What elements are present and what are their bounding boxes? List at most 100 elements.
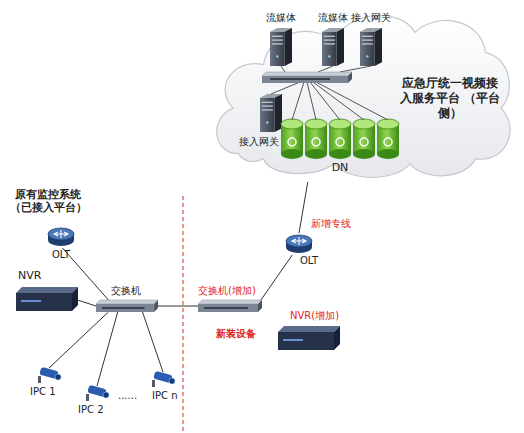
nvr-front [16,293,72,311]
disk-top [329,119,351,129]
device-label: OLT [52,249,82,262]
disk-top [377,119,399,129]
wire [271,82,300,94]
server-slot [262,105,273,106]
switch-side [154,300,158,312]
device-label: 流媒体 [308,12,358,25]
server-slot [324,39,335,40]
device-label: IPC n [152,390,192,403]
camera-lens [103,392,109,398]
platform-title: 应急厅统一视频接 入服务平台 （平台侧） [396,76,504,121]
olt-node: OLT [46,226,76,248]
nvr-led [283,339,303,341]
switch-ports [102,307,145,309]
disk-mark [384,138,392,146]
disk-bottom [377,149,399,159]
camera-mount [86,394,89,401]
disks-icon [280,118,400,160]
nvr-top [16,287,78,293]
nvr-front [278,332,334,350]
storage-node: DN [280,118,400,160]
nvr-side [334,326,340,350]
server-icon [360,28,382,66]
disk-bottom [281,149,303,159]
disk-top [281,119,303,129]
camera-lens [169,378,175,384]
disk-mark [288,138,296,146]
switch-side [258,300,262,312]
server-slot [272,36,283,37]
disk-bottom [329,149,351,159]
server-slot [272,43,283,44]
switch-node: 交换机(增加) [198,300,262,312]
disk-bottom [353,149,375,159]
server-slot [362,43,373,44]
network-link [63,248,109,300]
server-led [276,55,278,57]
server-icon [322,28,344,66]
switch-ports [204,307,248,309]
olt-node: OLT [284,233,314,255]
device-label: 流媒体 [256,12,306,25]
group-heading: 原有监控系统 （已接入平台） [4,188,92,214]
camera-icon [84,386,110,402]
network-link [299,182,308,233]
network-link [143,312,164,372]
server-side [285,28,292,66]
wire [310,82,340,120]
server-led [266,121,268,123]
device-label: 交换机(增加) [198,285,278,298]
camera-mount [152,380,155,387]
disk-mark [360,138,368,146]
network-link [97,312,118,386]
device-label: IPC 1 [30,386,70,399]
olt-icon [284,233,314,255]
device-label: 交换机 [106,285,146,298]
server-front [322,32,337,66]
disk-mark [336,138,344,146]
network-link [78,300,96,306]
disk-bottom [305,149,327,159]
nvr-top [278,326,340,332]
network-link [261,255,292,300]
disk-top [305,119,327,129]
camera-lens [55,374,61,380]
network-link [49,312,108,368]
server-icon [260,94,282,132]
server-slot [362,36,373,37]
server-front [260,98,275,132]
server-side [337,28,344,66]
switch-top [262,72,352,76]
nvr-led [21,300,41,302]
server-led [328,55,330,57]
device-label: OLT [300,255,330,268]
switch-ports [270,78,330,80]
switch-node: 交换机 [96,300,158,312]
olt-icon [46,226,76,248]
wire [292,82,304,120]
switch-icon [96,300,158,312]
server-side [375,28,382,66]
device-label: 接入网关 [234,136,284,149]
ipc-camera: IPC n [150,372,176,388]
camera-mount [38,376,41,383]
network-link [158,306,198,307]
ellipsis-label: ...... [118,390,148,403]
device-label: NVR(增加) [290,310,360,323]
note-label: 新装设备 [216,328,276,341]
server-slot [262,109,273,110]
divider-line [183,196,184,433]
disk-mark [312,138,320,146]
nvr-side [72,287,78,311]
device-label: IPC 2 [78,404,118,417]
server-slot [262,102,273,103]
server-slot [324,36,335,37]
server-side [275,94,282,132]
nvr-icon [278,326,340,350]
wire [340,66,371,72]
ipc-camera: IPC 1 [36,368,62,384]
server-node: 接入网关 [360,28,382,66]
device-label: NVR [18,269,58,283]
